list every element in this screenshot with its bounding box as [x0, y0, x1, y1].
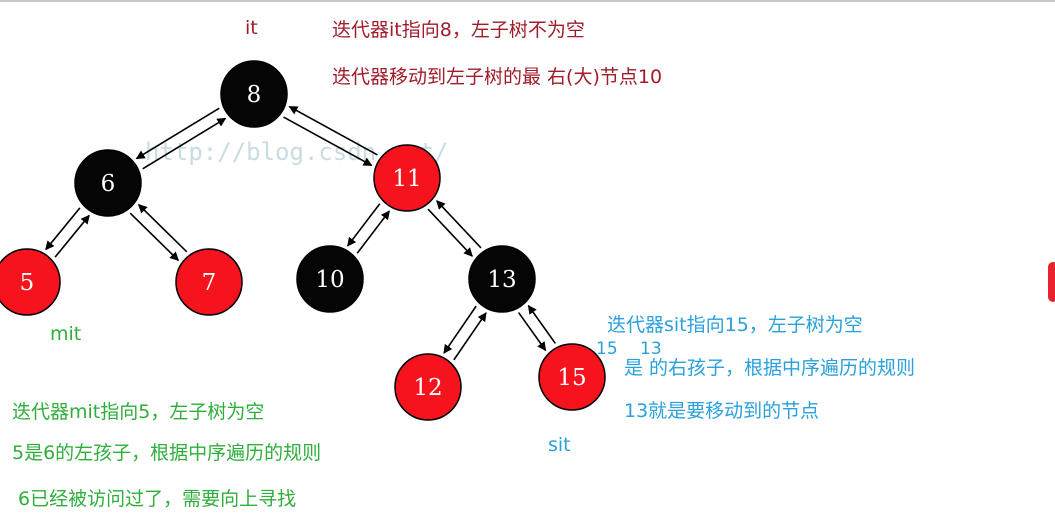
- edge-n6-n8: [142, 117, 227, 170]
- note-green-2: 5是6的左孩子，根据中序遍历的规则: [12, 442, 322, 464]
- tree-node-12: 12: [394, 353, 462, 421]
- node-label-12: 12: [413, 375, 442, 401]
- node-circle-13: [468, 245, 536, 313]
- node-label-8: 8: [247, 82, 262, 108]
- note-blue-2: 是 的右孩子，根据中序遍历的规则: [624, 357, 916, 379]
- edge-n13-n12: [443, 305, 477, 354]
- node-label-15: 15: [557, 365, 586, 391]
- iterator-it-label: it: [245, 17, 258, 39]
- node-circle-11: [373, 144, 441, 212]
- node-label-5: 5: [20, 270, 35, 296]
- edge-n12-n13: [453, 312, 487, 361]
- tree-node-10: 10: [296, 245, 364, 313]
- edge-n8-n11: [283, 116, 373, 167]
- edge-n11-n13: [427, 208, 473, 257]
- note-maroon-2: 迭代器移动到左子树的最 右(大)节点10: [332, 66, 663, 88]
- node-label-10: 10: [315, 267, 344, 293]
- node-label-13: 13: [487, 267, 516, 293]
- tree-node-13: 13: [468, 245, 536, 313]
- tree-node-11: 11: [373, 144, 441, 212]
- tree-node-7: 7: [175, 248, 243, 316]
- node-circle-15: [538, 343, 606, 411]
- edge-n10-n11: [356, 210, 390, 254]
- node-label-11: 11: [392, 166, 421, 192]
- edges-layer: [45, 105, 557, 361]
- note-blue-num-b: 13: [640, 339, 662, 359]
- tree-node-8: 8: [220, 60, 288, 128]
- edge-n5-n6: [54, 214, 90, 258]
- edge-n8-n6: [135, 107, 220, 160]
- edge-n6-n7: [129, 212, 180, 262]
- node-circle-5: [0, 248, 61, 316]
- note-green-1: 迭代器mit指向5，左子树为空: [12, 401, 265, 423]
- edge-n11-n10: [347, 203, 381, 247]
- tree-node-15: 15: [538, 343, 606, 411]
- note-blue-num-a: 15: [596, 339, 618, 359]
- iterator-mit-label: mit: [50, 323, 82, 345]
- node-circle-10: [296, 245, 364, 313]
- note-maroon-1: 迭代器it指向8，左子树不为空: [332, 19, 585, 41]
- nodes-layer: 8 6 11 5 7 10 13 12 15: [0, 60, 606, 421]
- edge-n11-n8: [288, 105, 378, 156]
- node-label-6: 6: [101, 171, 116, 197]
- tree-node-6: 6: [74, 149, 142, 217]
- note-blue-3: 13就是要移动到的节点: [624, 400, 820, 422]
- note-green-3: 6已经被访问过了，需要向上寻找: [18, 488, 297, 510]
- node-label-7: 7: [202, 270, 217, 296]
- node-circle-7: [175, 248, 243, 316]
- node-circle-12: [394, 353, 462, 421]
- top-rule: [0, 0, 1055, 2]
- edge-marker: [1048, 262, 1055, 302]
- edge-n6-n5: [45, 207, 81, 251]
- edge-n15-n13: [527, 304, 557, 344]
- edge-n13-n11: [436, 200, 482, 249]
- note-blue-1: 迭代器sit指向15，左子树为空: [607, 314, 863, 336]
- node-circle-6: [74, 149, 142, 217]
- iterator-sit-label: sit: [548, 434, 571, 456]
- node-circle-8: [220, 60, 288, 128]
- edge-n7-n6: [137, 203, 188, 253]
- edge-n13-n15: [517, 312, 547, 352]
- tree-node-5: 5: [0, 248, 61, 316]
